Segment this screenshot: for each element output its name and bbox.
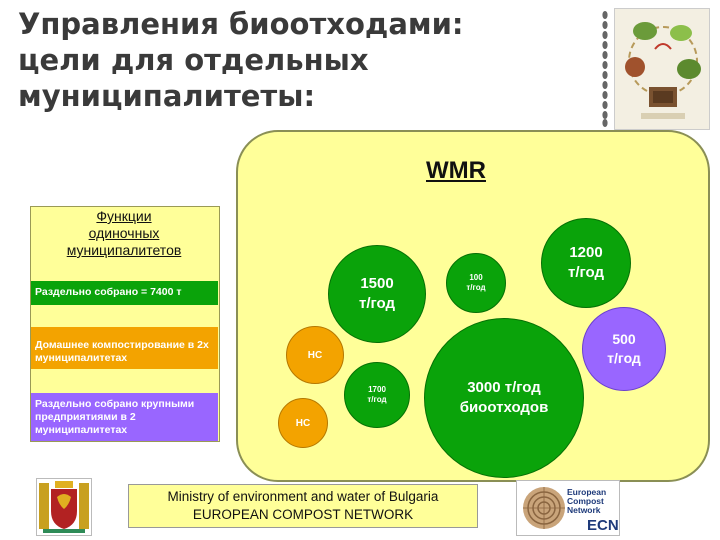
circle-1200: 1200 т/год [541,218,631,308]
bulgaria-coat-of-arms [36,478,92,536]
panel-title-line-2: одиночных [88,225,160,241]
panel-title-line-3: муниципалитетов [66,242,182,258]
circle-100-unit: т/год [466,283,486,292]
circle-500: 500 т/год [582,307,666,391]
title-line-3: муниципалитеты: [18,79,316,113]
circle-3000-value: 3000 т/год [467,379,541,396]
band-home-composting: Домашнее компостирование в 2х муниципали… [31,327,218,369]
circle-1200-unit: т/год [567,264,605,281]
circle-1700-value: 1700 [368,385,386,394]
circle-1200-value: 1200 [569,244,603,261]
circle-hc-2: НС [278,398,328,448]
circle-500-value: 500 [612,331,636,347]
ecn-name-line-2: Compost [567,496,604,506]
band-large-enterprises: Раздельно собрано крупными предприятиями… [31,393,218,441]
circle-3000-unit: биоотходов [459,399,549,416]
circle-1500-unit: т/год [358,295,396,312]
panel-title: Функции одиночных муниципалитетов [34,208,214,259]
circle-hc-1-label: НС [307,349,323,361]
panel-title-line-1: Функции [96,208,152,224]
ecn-name: European Compost Network [567,488,606,515]
decorative-divider [602,11,608,127]
circle-hc-2-label: НС [295,417,311,429]
ecn-tree-rings-icon [523,487,565,529]
ecn-name-line-3: Network [567,505,601,515]
ecn-logo-icon: European Compost Network ECN [516,480,620,536]
circle-1500: 1500 т/год [328,245,426,343]
page-title: Управления биоотходами: цели для отдельн… [18,6,578,114]
wmr-label: WMR [426,157,486,184]
circle-3000: 3000 т/год биоотходов [424,318,584,478]
ecn-abbr: ECN [587,517,619,534]
footer-line-2: EUROPEAN COMPOST NETWORK [192,507,414,522]
circle-hc-1: НС [286,326,344,384]
compost-cycle-illustration [614,8,710,130]
ecn-name-line-1: European [567,487,607,497]
footer-line-1: Ministry of environment and water of Bul… [167,489,439,504]
circle-500-unit: т/год [607,350,641,366]
footer-credits: Ministry of environment and water of Bul… [128,484,478,528]
title-line-2: цели для отдельных [18,43,369,77]
title-line-1: Управления биоотходами: [18,7,464,41]
band-separately-collected: Раздельно собрано = 7400 т [31,281,218,305]
circle-1500-value: 1500 [360,275,394,292]
circle-1700-unit: т/год [367,395,387,404]
circle-100-value: 100 [469,273,483,282]
